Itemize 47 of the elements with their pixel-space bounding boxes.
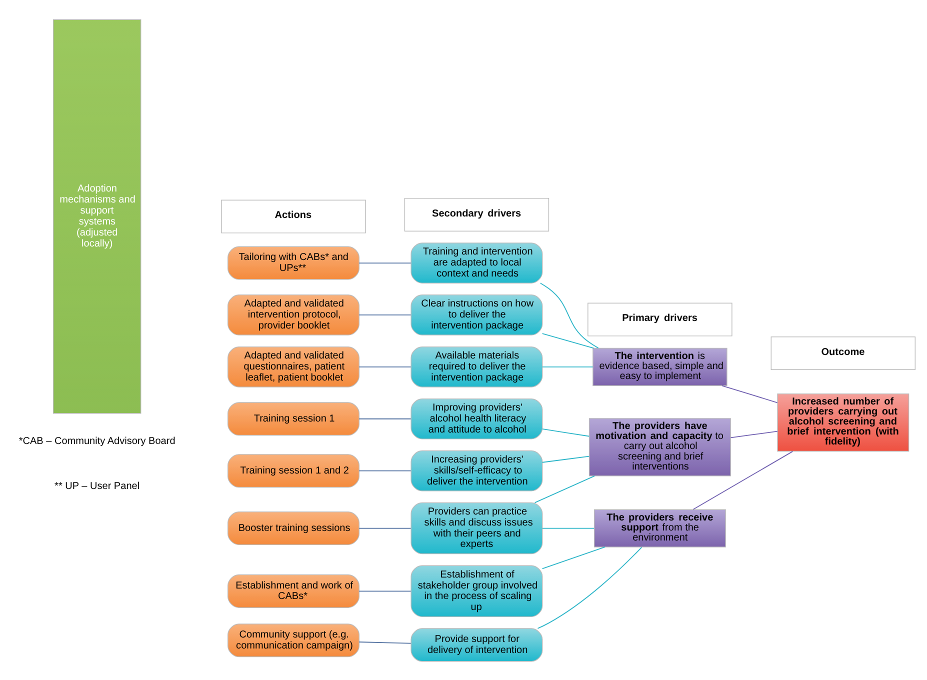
connector: [542, 332, 594, 348]
connector: [358, 590, 412, 592]
node-box: Training session 1 and 2: [228, 454, 360, 488]
node-box: Tailoring with CABs* and UPs**: [228, 246, 360, 280]
node-box: Adapted and validated questionnaires, patient leaflet, patient booklet: [228, 346, 360, 387]
connector: [358, 641, 412, 644]
connector: [540, 282, 599, 348]
node-box: Establishment and work of CABs*: [228, 574, 360, 608]
label: ** UP – User Panel: [54, 480, 140, 492]
node-box: Outcome: [770, 336, 916, 370]
node-box: Providers can practice skills and discuss issues with their peers and experts: [410, 502, 543, 554]
node-box: The providers receive support from the environment: [594, 508, 726, 547]
connector: [542, 527, 594, 528]
node-box: Actions: [221, 199, 366, 233]
connector: [537, 546, 642, 628]
connector: [542, 366, 594, 367]
node-box: Available materials required to deliver the intervention package: [410, 346, 543, 387]
connector: [730, 430, 778, 438]
node-box: Clear instructions on how to deliver the intervention package: [410, 294, 543, 335]
node-box: The providers have motivation and capacity to carry out alcohol screening and brief interventions: [588, 418, 731, 476]
connector: [358, 366, 412, 367]
node-box: Secondary drivers: [404, 197, 550, 231]
node-box: Increasing providers' skills/self-efficacy to deliver the intervention: [410, 450, 543, 491]
connector: [358, 418, 412, 419]
connector: [542, 455, 590, 462]
connector: [542, 546, 606, 569]
node-box: Adoption mechanisms and support systems (adjusted locally): [52, 18, 142, 414]
node-box: Improving providers' alcohol health literacy and attitude to alcohol: [410, 398, 543, 439]
node-box: Provide support for delivery of intervention: [410, 628, 543, 662]
connector: [358, 262, 412, 263]
node-box: Adapted and validated intervention protocol, provider booklet: [228, 294, 360, 335]
node-box: Training session 1: [228, 402, 360, 436]
connector: [722, 384, 778, 403]
connector: [692, 450, 794, 510]
connector: [358, 527, 412, 528]
node-box: Establishment of stakeholder group involved in the process of scaling up: [410, 564, 543, 617]
connector: [542, 428, 590, 436]
node-box: Primary drivers: [588, 302, 732, 336]
node-box: Training and intervention are adapted to local context and needs: [410, 242, 543, 283]
label: *CAB – Community Advisory Board: [18, 436, 176, 447]
connector: [358, 470, 412, 471]
connector: [358, 314, 412, 315]
node-box: Booster training sessions: [228, 511, 360, 545]
node-box: Increased number of providers carrying out alcohol screening and brief intervention (with fidelity): [777, 392, 910, 452]
node-box: Community support (e.g. communication campaign): [228, 623, 360, 657]
node-box: The intervention is evidence based, simple and easy to implement: [592, 347, 728, 386]
connector: [534, 475, 596, 503]
